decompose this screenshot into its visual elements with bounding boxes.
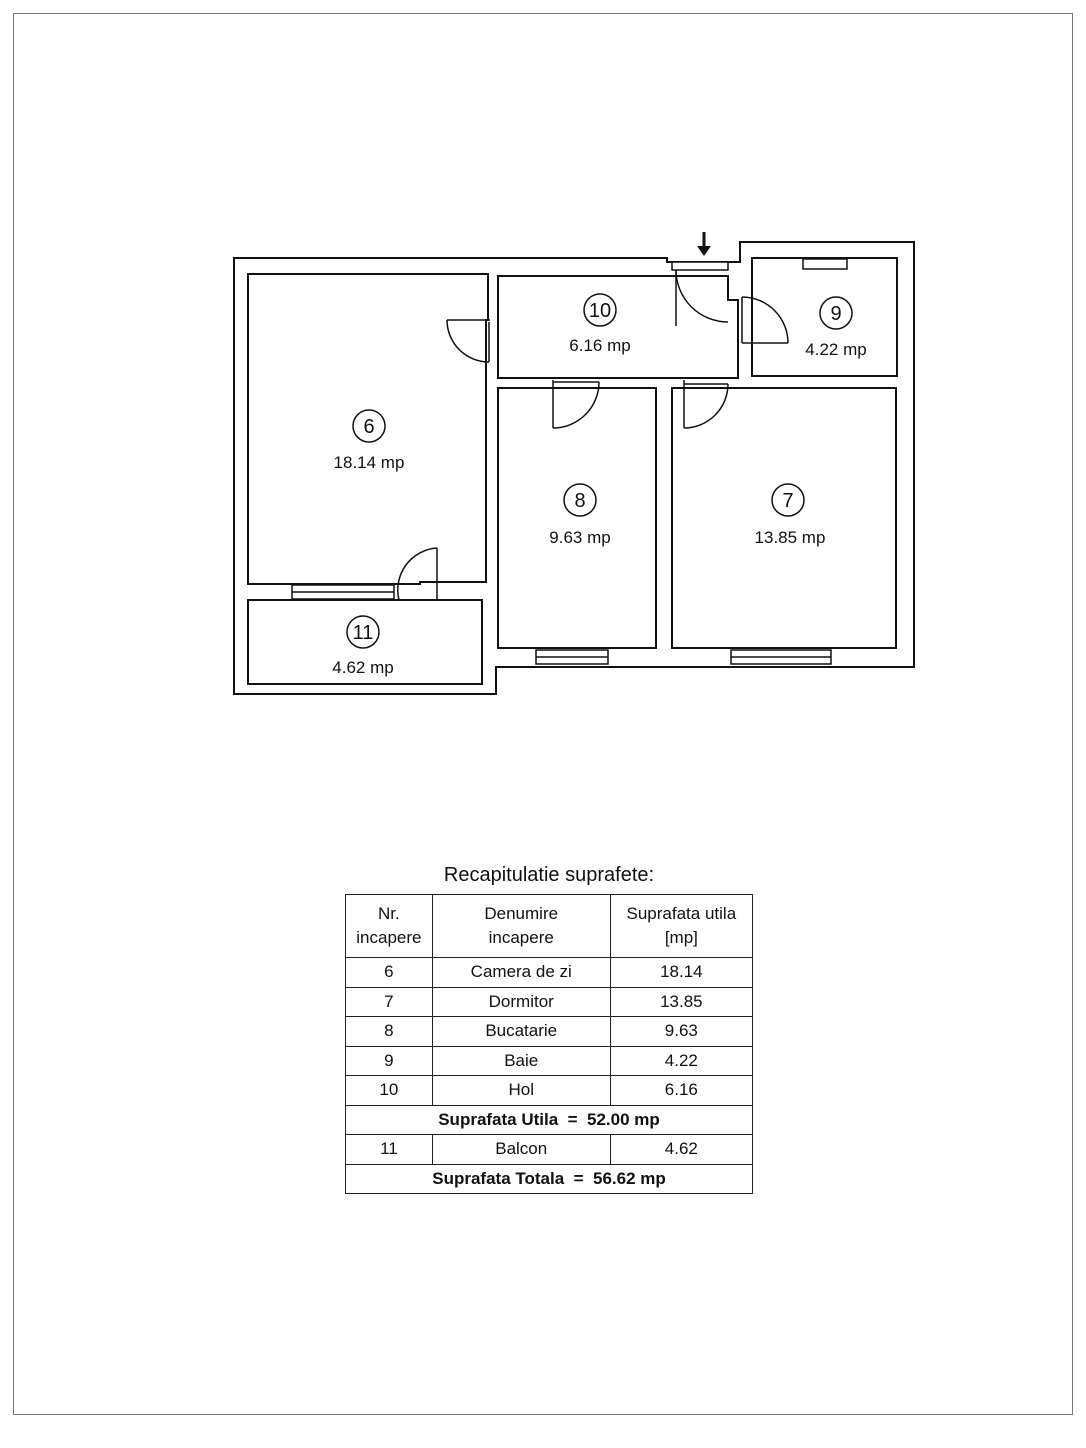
header-room-name: Denumire incapere [431,894,611,958]
room-label-8: 8 9.63 mp [549,483,611,547]
subtotal-cell: Suprafata Utila = 52.00 mp [345,1104,753,1135]
room-number: 7 [782,490,793,512]
room-number: 8 [574,490,585,512]
room-area: 9.63 mp [549,528,610,547]
room-label-10: 10 6.16 mp [569,293,631,355]
cell-name: Bucatarie [431,1016,611,1047]
room-number: 6 [363,416,374,438]
outer-wall [233,241,915,695]
cell-name: Camera de zi [431,957,611,988]
door-room-7 [683,380,729,429]
room-label-11: 11 4.62 mp [332,615,394,677]
subtotal-row: Suprafata Utila = 52.00 mp [345,1104,753,1135]
cell-number: 11 [345,1134,433,1165]
room-number: 9 [830,303,841,325]
room-9-wall [751,257,898,377]
cell-number: 7 [345,986,433,1017]
room-area: 13.85 mp [755,528,826,547]
room-label-6: 6 18.14 mp [334,409,405,472]
header-room-number: Nr. incapere [345,894,433,958]
cell-number: 8 [345,1016,433,1047]
room-area: 4.62 mp [332,658,393,677]
cell-area: 18.14 [609,957,754,988]
table-row: 6 Camera de zi 18.14 [345,957,754,988]
header-text: Nr. incapere [356,904,422,947]
cell-area: 9.63 [609,1016,754,1047]
door-room-6 [446,319,490,363]
room-7-wall [671,387,897,649]
room-area: 6.16 mp [569,336,630,355]
table-row: 10 Hol 6.16 [345,1075,754,1106]
cell-number: 10 [345,1075,433,1106]
cell-name: Hol [431,1075,611,1106]
cell-name: Dormitor [431,986,611,1017]
room-number: 10 [589,300,611,322]
table-row: 11 Balcon 4.62 [345,1134,754,1165]
window-room-9 [802,258,848,270]
room-label-9: 9 4.22 mp [805,296,867,359]
room-area: 18.14 mp [334,453,405,472]
room-8-wall [497,387,657,649]
room-number: 11 [353,622,374,644]
table-row: 9 Baie 4.22 [345,1045,754,1076]
cell-area: 6.16 [609,1075,754,1106]
cell-name: Balcon [431,1134,611,1165]
table-row: 8 Bucatarie 9.63 [345,1016,754,1047]
table-header-row: Nr. incapere Denumire incapere Suprafata… [345,894,754,958]
cell-area: 4.62 [609,1134,754,1165]
cell-number: 9 [345,1045,433,1076]
header-text: Denumire incapere [484,904,559,947]
room-10-wall [497,275,739,379]
summary-table: Nr. incapere Denumire incapere Suprafata… [345,894,754,1194]
door-room-8 [552,380,600,429]
total-cell: Suprafata Totala = 56.62 mp [345,1163,753,1194]
entrance-arrow-icon [697,232,711,256]
header-room-area: Suprafata utila [mp] [609,894,754,958]
entrance-door [671,261,729,326]
page-frame [13,13,1073,1415]
door-room-9 [741,296,789,344]
summary-title: Recapitulatie suprafete: [443,864,655,886]
room-label-7: 7 13.85 mp [755,483,826,547]
cell-name: Baie [431,1045,611,1076]
room-11-wall [247,599,483,685]
door-balcony [397,547,438,601]
total-row: Suprafata Totala = 56.62 mp [345,1163,753,1194]
room-area: 4.22 mp [805,340,866,359]
cell-number: 6 [345,957,433,988]
table-row: 7 Dormitor 13.85 [345,986,754,1017]
header-text: Suprafata utila [mp] [626,904,737,947]
cell-area: 4.22 [609,1045,754,1076]
cell-area: 13.85 [609,986,754,1017]
room-6-wall [247,273,489,585]
